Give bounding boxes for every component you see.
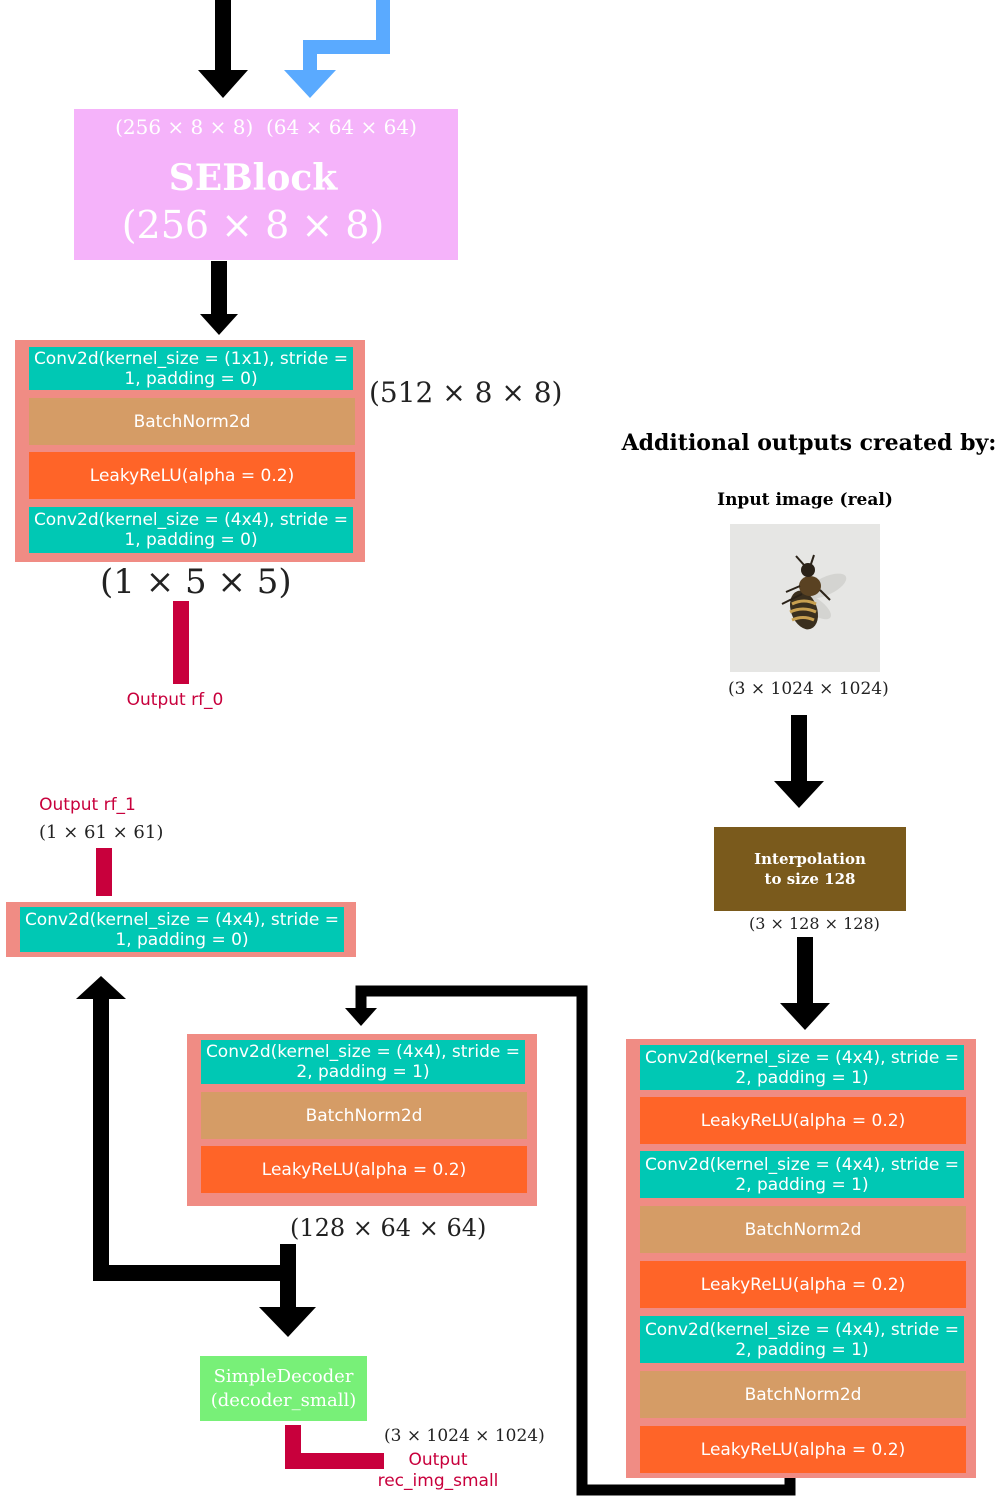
- seblock-output-dim: (256 × 8 × 8): [121, 203, 385, 247]
- layer-batchnorm2d: BatchNorm2d: [29, 398, 355, 445]
- arrow-seblock-to-conv-block: [200, 261, 238, 335]
- output-rec-img-small-line1: Output: [408, 1450, 468, 1470]
- arrow-right-block-to-mid-block: [345, 985, 796, 1496]
- arrow-input-to-interpolation: [774, 715, 824, 808]
- layer-batchnorm2d-b: BatchNorm2d: [640, 1206, 966, 1253]
- layer-batchnorm2d-c: BatchNorm2d: [640, 1371, 966, 1418]
- additional-title: Additional outputs created by:: [621, 430, 997, 456]
- output-rec-img-small-line2: rec_img_small: [377, 1471, 499, 1491]
- layer-conv2d-4x4: Conv2d(kernel_size = (4x4), stride = 1, …: [29, 507, 353, 553]
- layer-conv2d-stride2: Conv2d(kernel_size = (4x4), stride = 2, …: [201, 1040, 525, 1084]
- layer-leakyrelu-b: LeakyReLU(alpha = 0.2): [640, 1261, 966, 1308]
- arrow-into-seblock-black: [198, 0, 248, 98]
- input-image-dim: (3 × 1024 × 1024): [728, 679, 889, 699]
- output-rf0-bar: [173, 601, 189, 684]
- layer-leakyrelu: LeakyReLU(alpha = 0.2): [201, 1146, 527, 1193]
- rf0-out-dim: (1 × 5 × 5): [100, 562, 292, 602]
- rf0-side-dim: (512 × 8 × 8): [369, 376, 563, 409]
- conv-block-rf1: Conv2d(kernel_size = (4x4), stride = 1, …: [6, 902, 356, 957]
- layer-conv2d-rf1: Conv2d(kernel_size = (4x4), stride = 1, …: [20, 907, 344, 952]
- decoder-variant: (decoder_small): [210, 1389, 357, 1411]
- output-rf1-bar: [96, 848, 112, 896]
- output-rec-img-small-bar: [285, 1425, 384, 1469]
- interpolation-dim: (3 × 128 × 128): [749, 914, 880, 933]
- conv-block-mid: Conv2d(kernel_size = (4x4), stride = 2, …: [187, 1034, 537, 1206]
- output-rf0-label: Output rf_0: [126, 690, 224, 710]
- decoder-name: SimpleDecoder: [213, 1365, 354, 1387]
- layer-leakyrelu-a: LeakyReLU(alpha = 0.2): [640, 1097, 966, 1144]
- layer-leakyrelu: LeakyReLU(alpha = 0.2): [29, 452, 355, 499]
- input-image-label: Input image (real): [717, 490, 893, 510]
- decoder-dim: (3 × 1024 × 1024): [384, 1426, 545, 1446]
- arrow-mid-block-to-decoder-and-rf1: [76, 976, 316, 1337]
- arrow-interpolation-to-right-block: [780, 937, 830, 1030]
- seblock-input-dims: (256 × 8 × 8) (64 × 64 × 64): [115, 115, 417, 139]
- layer-leakyrelu-c: LeakyReLU(alpha = 0.2): [640, 1426, 966, 1473]
- layer-conv2d-1x1: Conv2d(kernel_size = (1x1), stride = 1, …: [29, 347, 353, 390]
- layer-conv2d-stride2-b: Conv2d(kernel_size = (4x4), stride = 2, …: [640, 1151, 964, 1198]
- seblock-title: SEBlock: [168, 157, 338, 199]
- seblock: (256 × 8 × 8) (64 × 64 × 64) SEBlock (25…: [74, 109, 458, 260]
- rf1-dim: (1 × 61 × 61): [39, 822, 164, 843]
- interpolation-label: Interpolation to size 128: [754, 850, 866, 888]
- mid-block-dim: (128 × 64 × 64): [290, 1214, 487, 1242]
- layer-conv2d-stride2-c: Conv2d(kernel_size = (4x4), stride = 2, …: [640, 1316, 964, 1363]
- interpolation-box: Interpolation to size 128: [714, 827, 906, 911]
- bee-icon: [730, 524, 880, 672]
- output-rec-img-small-label: Output rec_img_small: [366, 1450, 510, 1492]
- layer-conv2d-stride2-a: Conv2d(kernel_size = (4x4), stride = 2, …: [640, 1045, 964, 1090]
- bee-input-image: [730, 524, 880, 672]
- arrow-into-seblock-blue: [284, 0, 390, 98]
- output-rf1-label: Output rf_1: [39, 795, 136, 815]
- simple-decoder-box: SimpleDecoder (decoder_small): [200, 1356, 367, 1421]
- conv-block-right: Conv2d(kernel_size = (4x4), stride = 2, …: [626, 1039, 976, 1478]
- conv-block-rf0: Conv2d(kernel_size = (1x1), stride = 1, …: [15, 340, 365, 562]
- layer-batchnorm2d: BatchNorm2d: [201, 1092, 527, 1139]
